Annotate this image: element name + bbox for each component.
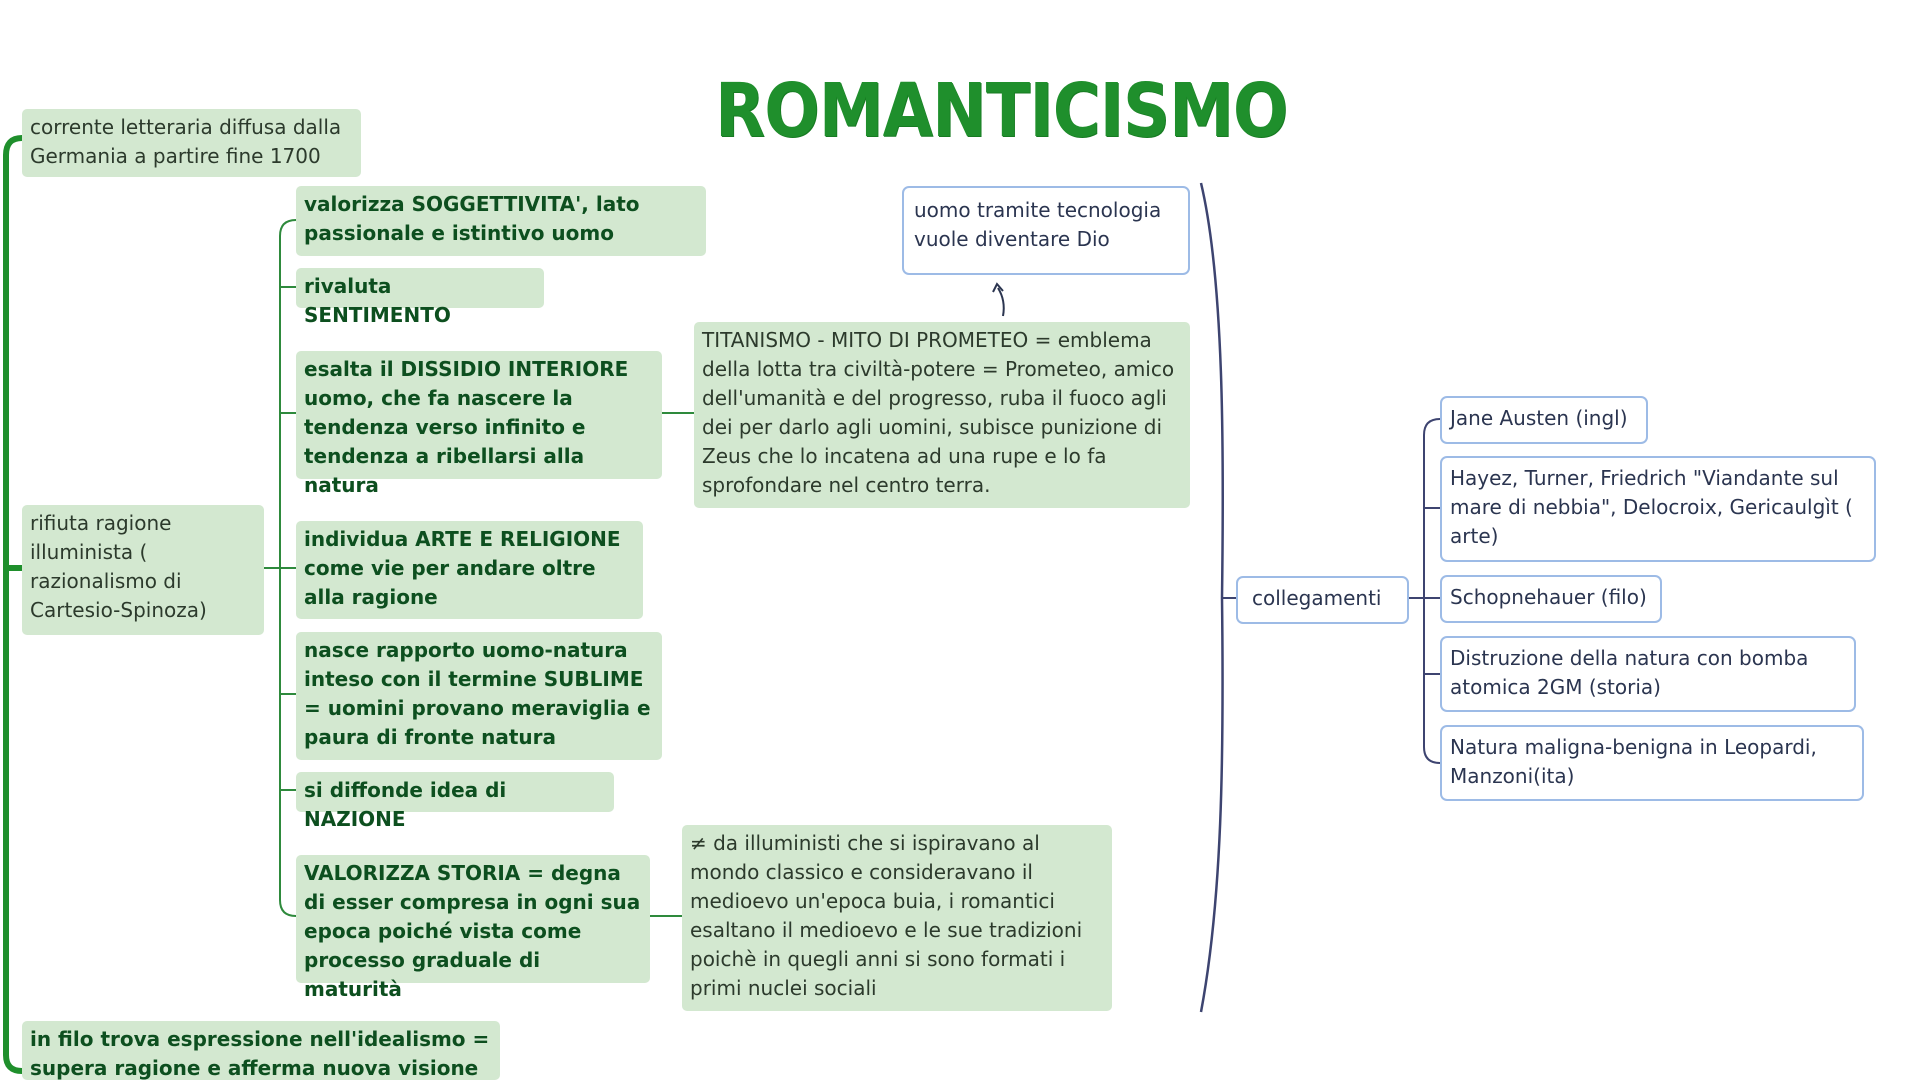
- collegamenti-node: collegamenti: [1236, 576, 1409, 624]
- connection-item: Jane Austen (ingl): [1440, 396, 1648, 444]
- page-title: ROMANTICISMO: [715, 68, 1288, 154]
- collegamenti-vertical-line: [1423, 418, 1441, 764]
- connections-bracket-line: [1199, 182, 1225, 1013]
- connection-item: Natura maligna-benigna in Leopardi, Manz…: [1440, 725, 1864, 801]
- rejects-reason-node: rifiuta ragione illuminista ( razionalis…: [22, 505, 264, 635]
- branch-subjectivity: valorizza SOGGETTIVITA', lato passionale…: [296, 186, 706, 256]
- branch-history: VALORIZZA STORIA = degna di esser compre…: [296, 855, 650, 1001]
- arrow-head-icon: [992, 282, 1004, 293]
- history-note: ≠ da illuministi che si ispiravano al mo…: [682, 825, 1112, 1011]
- branch-sublime: nasce rapporto uomo-natura inteso con il…: [296, 632, 662, 760]
- titanism-to-tech-arrow: [997, 287, 1005, 317]
- titanism-note: TITANISMO - MITO DI PROMETEO = emblema d…: [694, 322, 1190, 508]
- main-spine-line: [3, 135, 23, 1074]
- connection-item: Schopnehauer (filo): [1440, 575, 1662, 623]
- branch-inner-conflict: esalta il DISSIDIO INTERIORE uomo, che f…: [296, 351, 662, 497]
- branch-art-religion: individua ARTE E RELIGIONE come vie per …: [296, 521, 643, 619]
- technology-note: uomo tramite tecnologia vuole diventare …: [902, 186, 1190, 275]
- origin-node: corrente letteraria diffusa dalla German…: [22, 109, 361, 177]
- philosophy-node: in filo trova espressione nell'idealismo…: [22, 1021, 500, 1080]
- branch-feeling: rivaluta SENTIMENTO: [296, 268, 544, 327]
- branch-nation: si diffonde idea di NAZIONE: [296, 772, 614, 831]
- connection-item: Distruzione della natura con bomba atomi…: [1440, 636, 1856, 712]
- connection-item: Hayez, Turner, Friedrich "Viandante sul …: [1440, 456, 1876, 562]
